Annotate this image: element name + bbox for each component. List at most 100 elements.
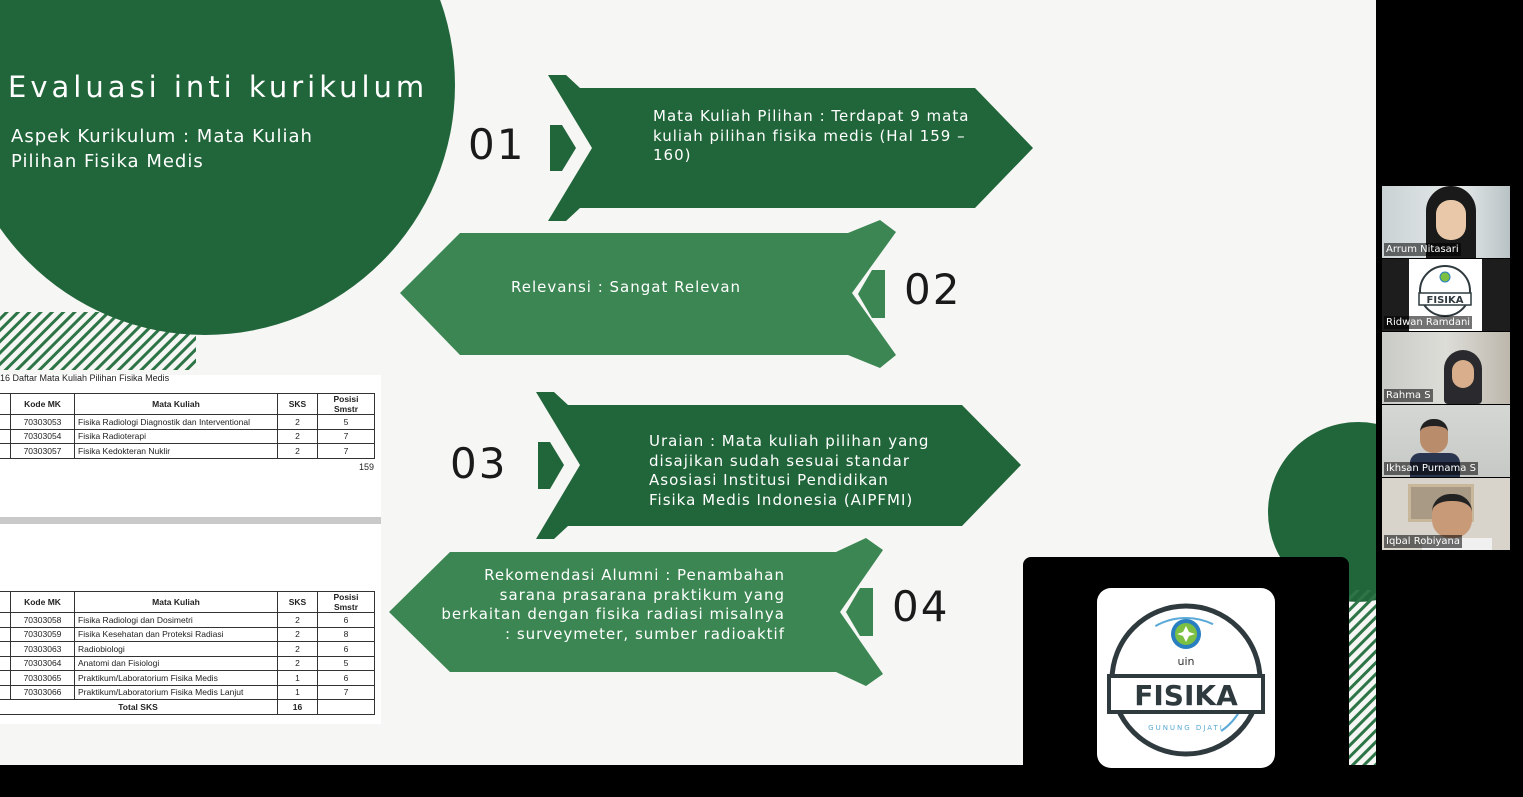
header-kode: Kode MK xyxy=(10,393,75,415)
participant-tile[interactable]: Iqbal Robiyana xyxy=(1382,478,1510,550)
arrow-03 xyxy=(536,392,1021,539)
sks-cell: 2 xyxy=(277,655,318,671)
participant-name: Iqbal Robiyana xyxy=(1384,535,1462,548)
arrow-02 xyxy=(400,220,896,368)
row-index-cell xyxy=(0,414,11,430)
right-circle-decoration xyxy=(1268,422,1376,602)
header-posisi: Posisi Smstr xyxy=(317,393,375,415)
svg-text:uin: uin xyxy=(1178,655,1195,668)
mata-kuliah-cell: Fisika Kesehatan dan Proteksi Radiasi xyxy=(74,626,278,642)
item-text: Relevansi : Sangat Relevan xyxy=(511,278,742,296)
kode-cell: 70303064 xyxy=(10,655,75,671)
slide-title: Evaluasi inti kurikulum xyxy=(8,70,429,104)
participant-name: Ridwan Ramdani xyxy=(1384,316,1473,329)
course-table-2: Kode MK Mata Kuliah SKS Posisi Smstr 703… xyxy=(0,591,375,715)
shared-video-tile[interactable]: uin FISIKA GUNUNG DJATI xyxy=(1023,557,1349,797)
slide-graphics xyxy=(0,0,1376,765)
title-circle xyxy=(0,0,455,335)
sks-cell: 2 xyxy=(277,414,318,430)
fisika-logo: uin FISIKA GUNUNG DJATI xyxy=(1097,588,1275,768)
arrow-04 xyxy=(389,538,883,686)
mata-kuliah-cell: Anatomi dan Fisiologi xyxy=(74,655,278,671)
page-number: 159 xyxy=(359,462,375,472)
mata-kuliah-cell: Praktikum/Laboratorium Fisika Medis xyxy=(74,670,278,686)
item-number: 02 xyxy=(904,265,962,314)
total-value: 16 xyxy=(277,699,318,715)
hatch-decoration-right xyxy=(1348,590,1376,765)
row-index-cell xyxy=(0,626,11,642)
item-text: Rekomendasi Alumni : Penambahan sarana p… xyxy=(441,566,785,643)
header-sks: SKS xyxy=(277,393,318,415)
kode-cell: 70303059 xyxy=(10,626,75,642)
row-index-cell xyxy=(0,641,11,657)
sks-cell: 2 xyxy=(277,612,318,628)
participant-tile[interactable]: Ikhsan Purnama S xyxy=(1382,405,1510,477)
posisi-cell: 8 xyxy=(317,626,375,642)
table-header-row: Kode MK Mata Kuliah SKS Posisi Smstr xyxy=(0,591,375,613)
sks-cell: 1 xyxy=(277,684,318,700)
table-caption: 16 Daftar Mata Kuliah Pilihan Fisika Med… xyxy=(0,373,170,383)
participant-name: Arrum Nitasari xyxy=(1384,243,1461,256)
sks-cell: 2 xyxy=(277,626,318,642)
header-mata-kuliah: Mata Kuliah xyxy=(74,591,278,613)
header-posisi: Posisi Smstr xyxy=(317,591,375,613)
kode-cell: 70303065 xyxy=(10,670,75,686)
header-mata-kuliah: Mata Kuliah xyxy=(74,393,278,415)
svg-text:FISIKA: FISIKA xyxy=(1427,295,1464,306)
presentation-slide: Evaluasi inti kurikulum Aspek Kurikulum … xyxy=(0,0,1376,765)
svg-text:FISIKA: FISIKA xyxy=(1134,679,1238,712)
posisi-cell: 5 xyxy=(317,655,375,671)
row-index-cell xyxy=(0,670,11,686)
row-index-cell xyxy=(0,443,11,459)
row-index-cell xyxy=(0,428,11,444)
header-kode: Kode MK xyxy=(10,591,75,613)
total-row: Total SKS 16 xyxy=(0,699,375,715)
kode-cell: 70303058 xyxy=(10,612,75,628)
page-separator xyxy=(0,517,381,524)
posisi-cell: 6 xyxy=(317,670,375,686)
posisi-cell: 5 xyxy=(317,414,375,430)
row-index-cell xyxy=(0,684,11,700)
participant-tile[interactable]: FISIKA Ridwan Ramdani xyxy=(1382,259,1510,331)
course-table-1: Kode MK Mata Kuliah SKS Posisi Smstr 703… xyxy=(0,393,375,459)
row-index-cell xyxy=(0,612,11,628)
kode-cell: 70303057 xyxy=(10,443,75,459)
participant-tile[interactable]: Rahma S xyxy=(1382,332,1510,404)
item-number: 01 xyxy=(468,120,526,169)
posisi-cell: 6 xyxy=(317,612,375,628)
svg-text:GUNUNG DJATI: GUNUNG DJATI xyxy=(1148,724,1224,732)
total-label: Total SKS xyxy=(0,699,278,715)
posisi-cell: 7 xyxy=(317,684,375,700)
mata-kuliah-cell: Fisika Radioterapi xyxy=(74,428,278,444)
item-text: Uraian : Mata kuliah pilihan yang disaji… xyxy=(649,432,930,509)
kode-cell: 70303054 xyxy=(10,428,75,444)
kode-cell: 70303053 xyxy=(10,414,75,430)
sks-cell: 2 xyxy=(277,428,318,444)
table-header-row: Kode MK Mata Kuliah SKS Posisi Smstr xyxy=(0,393,375,415)
mata-kuliah-cell: Radiobiologi xyxy=(74,641,278,657)
header-sks: SKS xyxy=(277,591,318,613)
item-number: 04 xyxy=(892,582,950,631)
mata-kuliah-cell: Fisika Radiologi Diagnostik dan Interven… xyxy=(74,414,278,430)
sks-cell: 1 xyxy=(277,670,318,686)
participants-panel: Arrum Nitasari FISIKA Ridwan Ramdani Rah… xyxy=(1376,0,1523,790)
item-number: 03 xyxy=(450,439,508,488)
arrow-01 xyxy=(548,75,1033,221)
sks-cell: 2 xyxy=(277,443,318,459)
kode-cell: 70303063 xyxy=(10,641,75,657)
mata-kuliah-cell: Fisika Kedokteran Nuklir xyxy=(74,443,278,459)
participant-tile[interactable]: Arrum Nitasari xyxy=(1382,186,1510,258)
participant-name: Rahma S xyxy=(1384,389,1433,402)
participant-name: Ikhsan Purnama S xyxy=(1384,462,1478,475)
mata-kuliah-cell: Fisika Radiologi dan Dosimetri xyxy=(74,612,278,628)
posisi-cell: 7 xyxy=(317,443,375,459)
